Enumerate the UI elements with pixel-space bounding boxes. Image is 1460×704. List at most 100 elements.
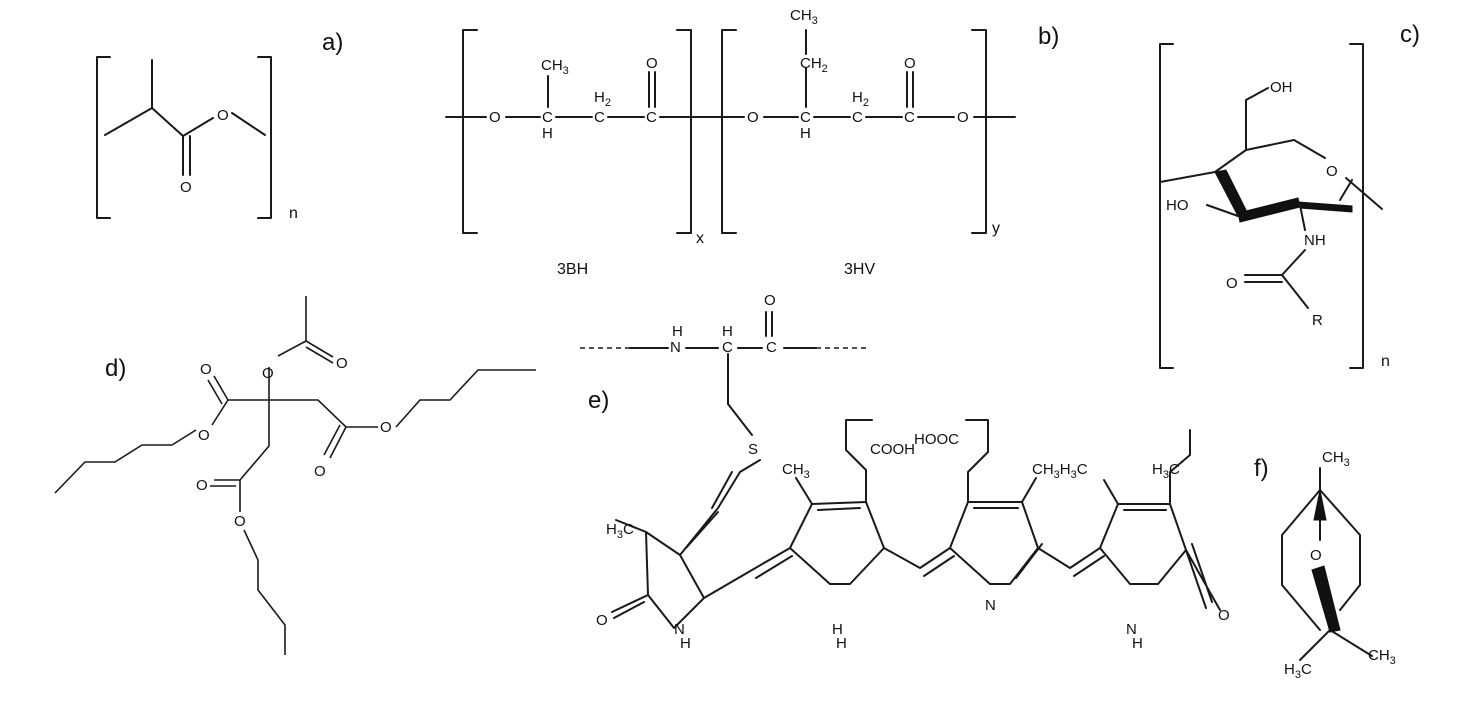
atom-r: R bbox=[1312, 312, 1323, 329]
panel-a-label: a) bbox=[322, 29, 343, 56]
atom-ch3h3c: CH3H3C bbox=[1032, 461, 1088, 481]
atom-h: H bbox=[680, 635, 691, 652]
cysteine-linker bbox=[629, 311, 817, 509]
atom-h3c: H3C bbox=[1152, 461, 1180, 481]
atom-h: H bbox=[1132, 635, 1143, 652]
atom-c: C bbox=[904, 109, 915, 126]
atom-ch3: CH3 bbox=[1322, 449, 1350, 469]
atom-o: O bbox=[196, 477, 208, 494]
repeat-subscript-n: n bbox=[289, 205, 298, 222]
atom-h: H bbox=[832, 621, 843, 638]
atom-o: O bbox=[380, 419, 392, 436]
ring-wedge-right bbox=[1297, 201, 1353, 213]
bridge-wedge-top bbox=[1313, 489, 1327, 521]
ring-wedge-bottom bbox=[1237, 197, 1301, 223]
atom-c: C bbox=[800, 109, 811, 126]
panel-b: b) O CH3 C H H2 C O C O CH3 CH2 C H H2 C… bbox=[445, 7, 1059, 278]
subscript-x: x bbox=[696, 230, 704, 247]
ring-wedge-left bbox=[1214, 169, 1247, 217]
bracket-3hv-right bbox=[971, 29, 987, 234]
atom-o: O bbox=[489, 109, 501, 126]
atom-ring-o: O bbox=[1326, 163, 1338, 180]
glucosamine-ring bbox=[1159, 87, 1383, 210]
atom-c: C bbox=[766, 339, 777, 356]
atom-c: C bbox=[594, 109, 605, 126]
panel-e: e) N H C H O C S COOH HOOC H3C CH3 CH3H3… bbox=[580, 292, 1230, 652]
atom-carbonyl-o: O bbox=[646, 55, 658, 72]
atom-o: O bbox=[336, 355, 348, 372]
atom-o: O bbox=[1218, 607, 1230, 624]
atom-carbonyl-o: O bbox=[1226, 275, 1238, 292]
ring-d bbox=[1099, 429, 1221, 611]
atom-carbonyl-o: O bbox=[904, 55, 916, 72]
atom-c: C bbox=[722, 339, 733, 356]
tributyl-acetyl-citrate-bonds bbox=[54, 296, 536, 655]
caption-3bh: 3BH bbox=[557, 261, 588, 278]
panel-a: a) O O n bbox=[96, 29, 343, 222]
panel-e-label: e) bbox=[588, 387, 609, 414]
atom-nh: NH bbox=[1304, 232, 1326, 249]
caption-3hv: 3HV bbox=[844, 261, 875, 278]
panel-d-label: d) bbox=[105, 355, 126, 382]
atom-h: H bbox=[722, 323, 733, 340]
atom-n: N bbox=[670, 339, 681, 356]
atom-c: C bbox=[542, 109, 553, 126]
bracket-3bh-right bbox=[676, 29, 692, 234]
panel-d: d) O O O O O O O O bbox=[54, 296, 536, 655]
ring-c bbox=[949, 419, 1105, 585]
pmma-bonds bbox=[104, 59, 266, 176]
atom-ho: HO bbox=[1166, 197, 1189, 214]
bracket-right bbox=[257, 56, 272, 219]
atom-o: O bbox=[957, 109, 969, 126]
atom-oh: OH bbox=[1270, 79, 1293, 96]
atom-o: O bbox=[314, 463, 326, 480]
panel-f: f) CH3 O H3C CH3 bbox=[1254, 449, 1396, 681]
atom-h: H bbox=[672, 323, 683, 340]
panel-f-label: f) bbox=[1254, 455, 1269, 482]
bracket-3hv-left bbox=[721, 29, 737, 234]
bracket-left bbox=[1159, 43, 1174, 369]
ring-a bbox=[611, 507, 793, 629]
atom-h: H bbox=[542, 125, 553, 142]
atom-h3c: H3C bbox=[606, 521, 634, 541]
atom-s: S bbox=[748, 441, 758, 458]
bridge-wedge-bottom bbox=[1311, 565, 1341, 633]
atom-h2: H2 bbox=[594, 89, 611, 109]
atom-ch3: CH3 bbox=[1368, 647, 1396, 667]
atom-ch2: CH2 bbox=[800, 55, 828, 75]
atom-o: O bbox=[1310, 547, 1322, 564]
atom-cooh: COOH bbox=[870, 441, 915, 458]
carbonyl-oxygen: O bbox=[180, 179, 192, 196]
panel-c: c) OH O HO NH O R n bbox=[1159, 21, 1420, 370]
atom-o: O bbox=[200, 361, 212, 378]
atom-o: O bbox=[198, 427, 210, 444]
atom-o: O bbox=[234, 513, 246, 530]
atom-h: H bbox=[836, 635, 847, 652]
panel-b-label: b) bbox=[1038, 23, 1059, 50]
atom-n: N bbox=[674, 621, 685, 638]
atom-n: N bbox=[985, 597, 996, 614]
atom-o: O bbox=[747, 109, 759, 126]
atom-h3c: H3C bbox=[1284, 661, 1312, 681]
substituent-bonds bbox=[547, 29, 914, 108]
atom-o: O bbox=[262, 365, 274, 382]
atom-ch3: CH3 bbox=[790, 7, 818, 27]
bracket-left bbox=[96, 56, 111, 219]
atom-h2: H2 bbox=[852, 89, 869, 109]
atom-ch3: CH3 bbox=[541, 57, 569, 77]
atom-c: C bbox=[852, 109, 863, 126]
atom-o: O bbox=[596, 612, 608, 629]
atom-h: H bbox=[800, 125, 811, 142]
ester-oxygen: O bbox=[217, 107, 229, 124]
repeat-subscript-n: n bbox=[1381, 353, 1390, 370]
atom-o: O bbox=[764, 292, 776, 309]
atom-n: N bbox=[1126, 621, 1137, 638]
atom-hooc: HOOC bbox=[914, 431, 959, 448]
panel-c-label: c) bbox=[1400, 21, 1420, 48]
ring-edge bbox=[1214, 171, 1353, 201]
bracket-right bbox=[1349, 43, 1364, 369]
eucalyptol-bonds bbox=[1281, 467, 1373, 661]
bracket-3bh-left bbox=[462, 29, 478, 234]
atom-ch3: CH3 bbox=[782, 461, 810, 481]
